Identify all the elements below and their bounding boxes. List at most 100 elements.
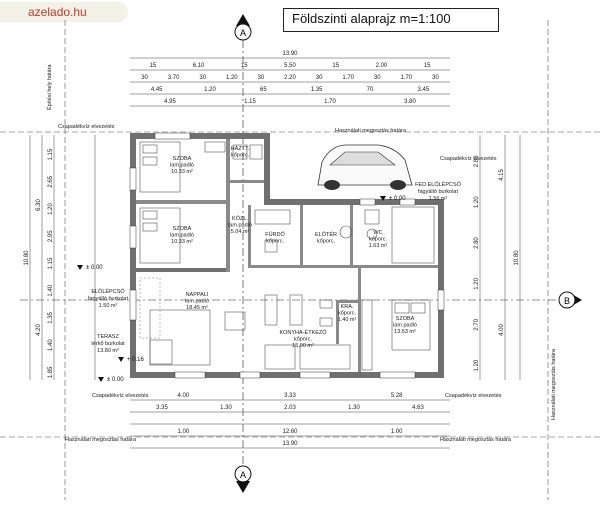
room-area-szoba1: 10.33 m² bbox=[171, 169, 193, 175]
eloleps-name: ELŐLÉPCSŐ bbox=[91, 288, 125, 295]
room-name-szoba3: SZOBA bbox=[396, 316, 415, 322]
dim-left-item-3: 2.95 bbox=[48, 230, 54, 242]
dim-bot-r1-1: 3.33 bbox=[284, 393, 296, 399]
room-name-wc: WC bbox=[373, 230, 382, 236]
eloleps-finish: fagyálló burkolat bbox=[88, 296, 129, 302]
room-finish-kamra: kőporc. bbox=[338, 311, 357, 317]
fed-eloleps-name: FED.ELŐLÉPCSŐ bbox=[415, 181, 462, 188]
dim-right-item-3: 1.20 bbox=[474, 277, 480, 289]
label-csapadek-top-left: Csapadékvíz elvezetés bbox=[58, 124, 115, 130]
dim-bot-r1-0: 4.00 bbox=[177, 393, 189, 399]
dim-top-r1-5: 2.00 bbox=[376, 63, 388, 69]
terasz-area: 13.80 m² bbox=[97, 348, 119, 354]
dim-right-part1: 4.15 bbox=[499, 169, 505, 181]
dim-top-r2-3: 1.20 bbox=[226, 75, 238, 81]
dim-top-r2-0: 30 bbox=[141, 75, 148, 81]
room-finish-szoba3: lam.padló bbox=[393, 323, 417, 329]
level-zero-top: ± 0.00 bbox=[389, 196, 406, 202]
fed-eloleps-area: 1.56 m² bbox=[429, 196, 448, 202]
dim-top-r2-5: 2.20 bbox=[284, 75, 296, 81]
plan-title: Földszinti alaprajz m=1:100 bbox=[292, 11, 451, 26]
dim-left-item-8: 1.85 bbox=[48, 366, 54, 378]
dim-top-r3-5: 3.45 bbox=[417, 87, 429, 93]
dim-top-r4-2: 1.70 bbox=[324, 99, 336, 105]
exterior-labels: Csapadékvíz elvezetés Használati megoszt… bbox=[46, 64, 557, 443]
dim-left-item-5: 1.40 bbox=[48, 284, 54, 296]
label-csapadek-top-right: Csapadékvíz elvezetés bbox=[440, 156, 497, 162]
dim-top-r2-4: 30 bbox=[258, 75, 265, 81]
room-finish-nappali: lam.padló bbox=[185, 299, 209, 305]
room-name-konyha: KONYHA-ÉTKEZŐ bbox=[279, 329, 327, 336]
room-name-kamra: KRA. bbox=[341, 304, 354, 310]
room-name-szoba2: SZOBA bbox=[173, 226, 192, 232]
section-marker-a-top: A bbox=[234, 14, 252, 41]
windows bbox=[129, 132, 445, 379]
dim-bot-r2-4: 4.63 bbox=[412, 405, 424, 411]
dim-right-item-4: 2.70 bbox=[474, 318, 480, 330]
dim-top-r2-2: 30 bbox=[199, 75, 206, 81]
dim-right-overall: 10.80 bbox=[514, 250, 520, 266]
room-area-nappali: 18.45 m² bbox=[186, 305, 208, 311]
section-marker-b: B bbox=[558, 291, 582, 309]
room-area-wc: 1.63 m² bbox=[369, 243, 388, 249]
room-name-eloter: ELŐTÉR bbox=[315, 231, 337, 238]
dim-top-r2-7: 1.70 bbox=[342, 75, 354, 81]
room-finish-szoba2: lam.padló bbox=[170, 233, 194, 239]
dimension-text-left: 10.806.304.201.152.651.202.951.151.401.3… bbox=[24, 148, 54, 378]
level-plus: + 0.16 bbox=[127, 357, 145, 363]
dim-bot-r3-2: 1.00 bbox=[391, 429, 403, 435]
dim-top-r3-3: 1.35 bbox=[311, 87, 323, 93]
dim-left-item-1: 2.65 bbox=[48, 175, 54, 187]
dim-right-item-0: 2.80 bbox=[474, 155, 480, 167]
dim-top-r2-6: 30 bbox=[316, 75, 323, 81]
dim-top-overall: 13.90 bbox=[282, 51, 298, 57]
room-finish-haztar: kőporc. bbox=[231, 153, 250, 159]
level-zero-left: ± 0.00 bbox=[86, 265, 103, 271]
dim-right-item-5: 1.20 bbox=[474, 359, 480, 371]
dim-top-r3-0: 4.45 bbox=[151, 87, 163, 93]
room-finish-eloter: kőporc. bbox=[317, 239, 336, 245]
dim-top-r4-3: 3.80 bbox=[404, 99, 416, 105]
label-csapadek-bottom-right: Csapadékvíz elvezetés bbox=[445, 393, 502, 399]
dim-top-r2-1: 3.70 bbox=[168, 75, 180, 81]
dim-top-r2-9: 1.70 bbox=[401, 75, 413, 81]
room-area-konyha: 15.00 m² bbox=[292, 343, 314, 349]
car-illustration bbox=[317, 144, 413, 190]
dim-right-item-1: 1.20 bbox=[474, 196, 480, 208]
plot-boundaries bbox=[0, 20, 600, 500]
dim-left-item-4: 1.15 bbox=[48, 257, 54, 269]
label-csapadek-bottom-left: Csapadékvíz elvezetés bbox=[92, 393, 149, 399]
section-marker-a-bottom: A bbox=[234, 465, 252, 493]
eloleps-area: 1.50 m² bbox=[99, 303, 118, 309]
fed-eloleps-finish: fagyálló burkolat bbox=[418, 189, 459, 195]
dim-bot-overall: 13.90 bbox=[282, 441, 298, 447]
dimension-lines-bottom bbox=[130, 399, 450, 449]
dim-bot-r3-0: 1.00 bbox=[177, 429, 189, 435]
room-finish-furdo: kőporc. bbox=[266, 239, 285, 245]
dim-top-r4-0: 4.95 bbox=[164, 99, 176, 105]
room-finish-kozl: lam.padló bbox=[228, 223, 252, 229]
label-hasznalati-top: Használati megosztás határa bbox=[335, 128, 407, 134]
dim-top-r1-1: 6.10 bbox=[193, 63, 205, 69]
dim-top-r3-4: 70 bbox=[367, 87, 374, 93]
label-epitesi: Építési hely határa bbox=[46, 64, 53, 110]
room-name-kozl: KÖZL. bbox=[232, 215, 248, 222]
dimension-text-right: 10.804.154.002.801.202.801.202.701.20 bbox=[474, 155, 520, 372]
room-name-nappali: NAPPALI bbox=[186, 292, 209, 298]
dim-right-part2: 4.00 bbox=[499, 324, 505, 336]
label-hasznalati-right: Használati megosztás határa bbox=[551, 348, 557, 420]
room-name-szoba1: SZOBA bbox=[173, 156, 192, 162]
label-hasznalati-bottom-right: Használati megosztás határa bbox=[440, 437, 512, 443]
dim-left-overall: 10.80 bbox=[24, 250, 30, 266]
dim-top-r1-0: 15 bbox=[150, 63, 157, 69]
room-finish-wc: kőporc. bbox=[369, 237, 388, 243]
dim-bot-r2-1: 1.30 bbox=[220, 405, 232, 411]
dim-top-r4-1: 1.15 bbox=[244, 99, 256, 105]
terasz-name: TERASZ bbox=[97, 334, 119, 340]
dim-top-r2-8: 30 bbox=[374, 75, 381, 81]
section-label-a: A bbox=[240, 28, 246, 38]
dim-top-r3-1: 1.20 bbox=[204, 87, 216, 93]
